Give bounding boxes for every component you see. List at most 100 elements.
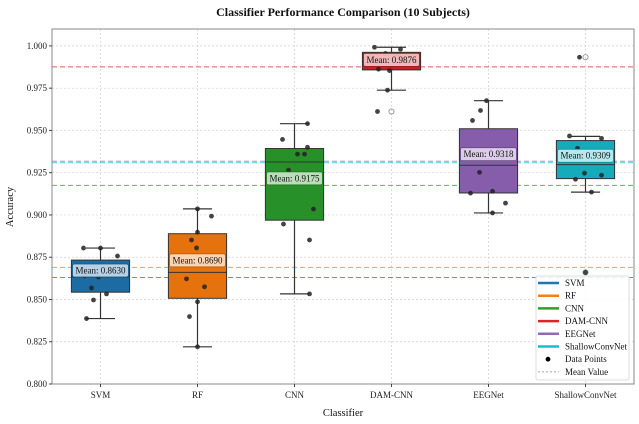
mean-label-cnn: Mean: 0.9175: [266, 171, 323, 186]
data-point: [281, 221, 286, 227]
data-point: [81, 245, 86, 251]
data-point: [195, 344, 200, 350]
data-point: [302, 151, 307, 157]
data-point: [286, 167, 291, 173]
y-tick-label: 0.900: [27, 210, 48, 220]
data-point: [311, 206, 316, 212]
data-point: [385, 87, 390, 93]
legend-label-rf: RF: [565, 291, 576, 301]
y-ticks: 0.800 0.825 0.850 0.875 0.900 0.925 0.950 0.975…: [27, 41, 52, 389]
x-axis-label: Classifier: [323, 408, 364, 419]
mean-label-svm: Mean: 0.8630: [72, 263, 129, 278]
y-tick-label: 0.925: [27, 168, 48, 178]
data-point: [189, 237, 194, 243]
data-point: [470, 118, 475, 123]
data-point: [195, 229, 200, 235]
data-point: [195, 206, 200, 212]
data-point: [582, 170, 587, 176]
data-point: [490, 210, 495, 216]
mean-labels: Mean: 0.8630 Mean: 0.8690 Mean: 0.9175 Mean…: [72, 52, 614, 278]
data-point: [477, 169, 482, 175]
data-point: [187, 314, 192, 319]
mean-label-shallowconvnet: Mean: 0.9309: [557, 148, 614, 163]
data-point: [115, 253, 120, 259]
mean-label-text: Mean: 0.9309: [561, 151, 611, 161]
data-point: [484, 98, 489, 104]
y-axis-label: Accuracy: [5, 186, 16, 227]
y-tick-label: 0.800: [27, 379, 48, 389]
data-point: [372, 44, 377, 50]
x-ticks: SVM RF CNN DAM-CNN EEGNet ShallowConvNet: [91, 384, 617, 400]
mean-label-eegnet: Mean: 0.9318: [460, 147, 517, 162]
data-point: [295, 151, 300, 157]
data-point: [599, 172, 604, 178]
data-point: [280, 136, 285, 142]
x-tick-label: RF: [192, 390, 203, 400]
mean-label-box: [460, 147, 517, 162]
data-point: [98, 245, 103, 251]
outlier-marker: [582, 269, 589, 276]
data-point: [307, 291, 312, 297]
mean-label-box: [363, 52, 420, 67]
x-tick-label: EEGNet: [473, 390, 504, 400]
mean-lines: [52, 66, 634, 278]
data-point: [195, 299, 200, 305]
data-point: [577, 54, 582, 60]
box-rf: [167, 208, 228, 348]
boxes: [70, 46, 616, 348]
x-tick-label: DAM-CNN: [370, 390, 414, 400]
data-point: [91, 297, 96, 303]
y-tick-label: 0.850: [27, 294, 48, 304]
outlier-marker: [582, 54, 589, 61]
mean-label-box: [557, 148, 614, 163]
y-tick-label: 0.950: [27, 125, 48, 135]
mean-label-text: Mean: 0.9318: [464, 149, 514, 159]
x-tick-label: SVM: [91, 390, 111, 400]
data-point: [84, 316, 89, 321]
mean-label-text: Mean: 0.8630: [76, 266, 126, 276]
data-point: [387, 68, 392, 73]
data-point: [573, 176, 578, 182]
legend-frame: [535, 275, 630, 381]
x-tick-label: CNN: [285, 390, 305, 400]
mean-label-box: [169, 253, 226, 268]
mean-label-box: [266, 171, 323, 186]
data-point: [307, 237, 312, 243]
data-point: [599, 135, 604, 141]
data-point: [184, 276, 189, 282]
legend-label-shallowconvnet: ShallowConvNet: [565, 342, 627, 352]
box-svm: [70, 247, 131, 320]
legend-label-svm: SVM: [565, 278, 585, 288]
legend-label-dam-cnn: DAM-CNN: [565, 316, 609, 326]
plot-frame: [51, 28, 635, 385]
data-point: [202, 284, 207, 290]
legend-label-eegnet: EEGNet: [565, 329, 596, 339]
legend-swatch-data-points: [545, 356, 551, 362]
chart-title: Classifier Performance Comparison (10 Su…: [216, 5, 470, 19]
mean-label-text: Mean: 0.8690: [173, 255, 223, 265]
data-point: [398, 46, 403, 52]
y-tick-label: 1.000: [27, 41, 48, 51]
legend-label-cnn: CNN: [565, 303, 585, 313]
data-point: [468, 190, 473, 196]
x-tick-label: ShallowConvNet: [555, 390, 617, 400]
mean-label-rf: Mean: 0.8690: [169, 253, 226, 268]
data-point: [503, 200, 508, 206]
data-point: [305, 121, 310, 127]
data-point: [490, 188, 495, 194]
data-point: [305, 144, 310, 150]
data-point: [104, 291, 109, 297]
legend-label-mean-value: Mean Value: [565, 367, 608, 377]
legend-label-data-points: Data Points: [565, 354, 607, 364]
data-point: [375, 109, 380, 114]
data-point: [89, 285, 94, 291]
y-tick-label: 0.875: [27, 252, 48, 262]
data-points: [81, 44, 604, 350]
y-tick-label: 0.975: [27, 83, 48, 93]
y-tick-label: 0.825: [27, 337, 48, 347]
mean-label-text: Mean: 0.9175: [270, 173, 320, 183]
data-point: [478, 108, 483, 113]
data-point: [209, 213, 214, 219]
data-point: [567, 133, 572, 139]
data-point: [194, 245, 199, 251]
